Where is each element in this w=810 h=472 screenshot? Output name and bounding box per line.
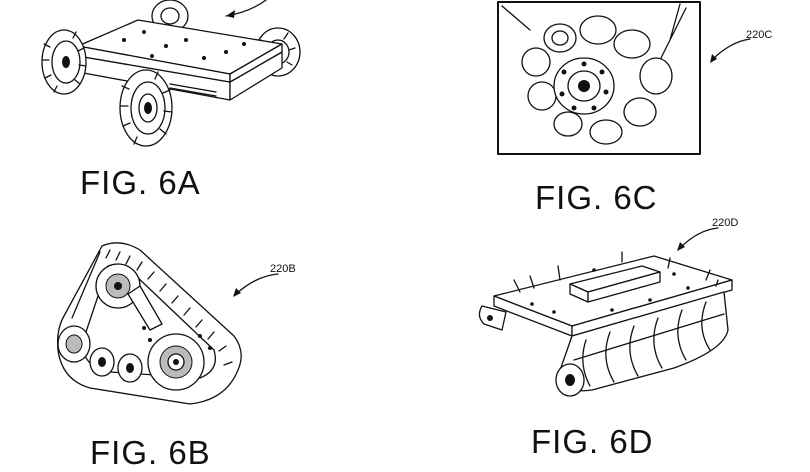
front-right-wheel: [119, 69, 173, 147]
front-left-wheel: [41, 29, 87, 95]
fig-6b-reference-numeral: 220B: [270, 263, 296, 275]
patent-drawing-sheet: FIG. 6A: [41, 0, 773, 471]
fig-6c-omni-wheel-drawing: [497, 1, 701, 155]
fig-6a-wheeled-platform-drawing: [41, 0, 301, 147]
fig-6d-leader-arrow: [677, 227, 719, 251]
fig-6c-leader-arrow: [710, 38, 751, 63]
fig-6d-reference-numeral: 220D: [712, 217, 739, 229]
omni-hub: [553, 57, 615, 115]
fig-6d-label: FIG. 6D: [531, 423, 654, 460]
end-cap: [555, 363, 585, 397]
fig-6b-leader-arrow: [233, 273, 279, 297]
screw-drums: [557, 291, 729, 392]
fig-6b-label: FIG. 6B: [90, 434, 211, 471]
fig-6b-tracked-unit-drawing: [56, 242, 242, 405]
fig-6c-reference-numeral: 220C: [746, 29, 773, 41]
omni-rollers: [521, 15, 673, 145]
fig-6d-screw-vehicle-drawing: [478, 251, 733, 397]
fig-6a-label: FIG. 6A: [80, 164, 201, 201]
road-wheels: [57, 325, 143, 383]
fig-6c-label: FIG. 6C: [535, 179, 658, 216]
idler-wheel: [147, 333, 205, 391]
fig-6c-frame: [497, 1, 701, 155]
